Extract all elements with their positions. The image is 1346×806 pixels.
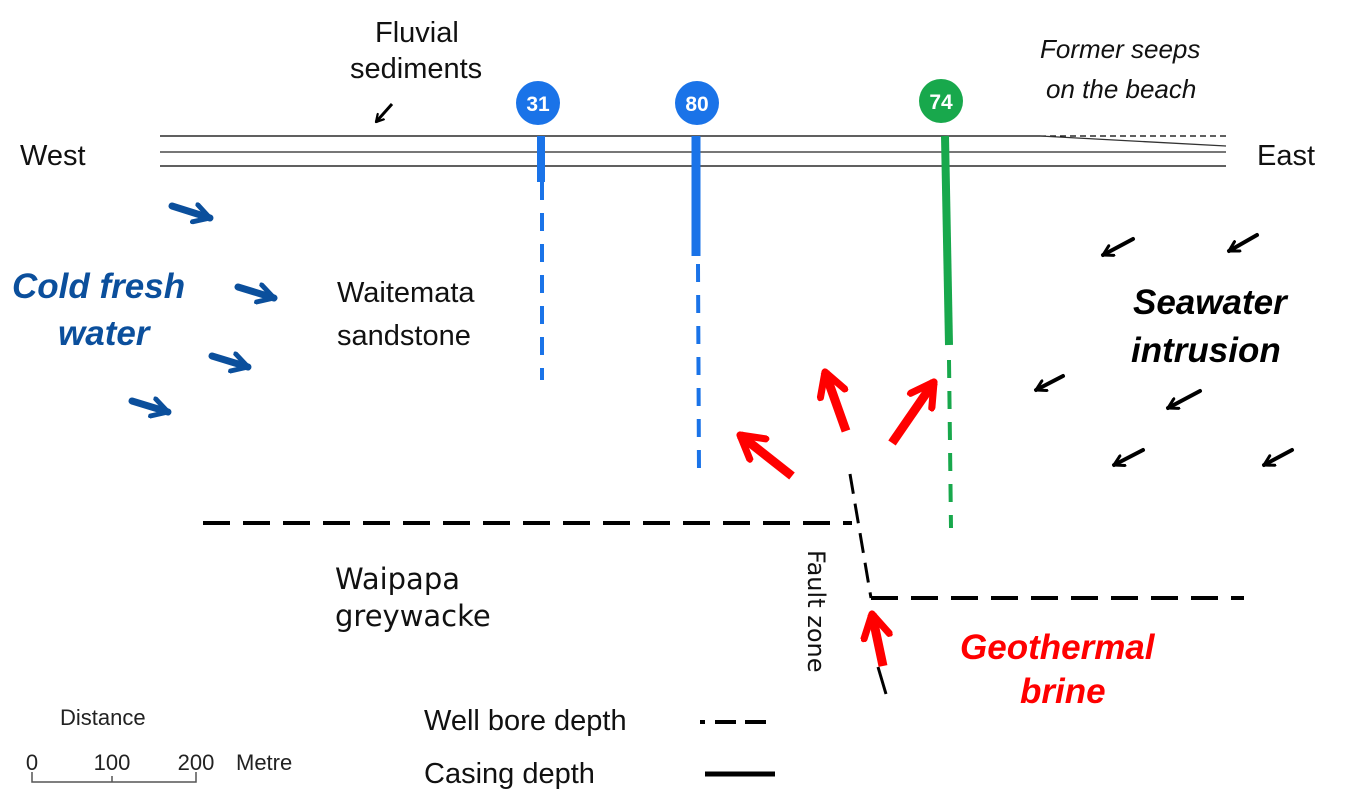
scale-tick-label-0: 0 bbox=[26, 750, 38, 775]
geothermal-brine-line2: brine bbox=[1020, 672, 1106, 711]
well-80-badge bbox=[675, 81, 719, 125]
scale-unit-label: Metre bbox=[236, 750, 292, 775]
well-74-casing bbox=[941, 135, 953, 346]
fresh-water-arrow-icon bbox=[208, 356, 252, 367]
waipapa-label-line2: greywacke bbox=[335, 599, 491, 633]
east-label: East bbox=[1257, 140, 1315, 172]
fault-zone-label: Fault zone bbox=[802, 550, 830, 672]
seawater-arrow-icon bbox=[1101, 237, 1135, 257]
well-74-bore bbox=[947, 359, 953, 529]
well-80-label: 80 bbox=[685, 93, 708, 116]
well-31-badge bbox=[516, 81, 560, 125]
scale-bar-line bbox=[31, 772, 197, 783]
scale-tick-label-200: 200 bbox=[178, 750, 215, 775]
scale-tick-label-100: 100 bbox=[94, 750, 131, 775]
scale-bar: Distance 0 100 200 Metre bbox=[26, 705, 292, 783]
fault-zone-line bbox=[848, 473, 873, 599]
waitemata-label-line2: sandstone bbox=[337, 320, 471, 352]
seawater-flow-arrows bbox=[1034, 233, 1294, 467]
brine-arrow-icon bbox=[888, 382, 938, 446]
legend-casing-label: Casing depth bbox=[424, 758, 595, 790]
seawater-intrusion-line2: intrusion bbox=[1131, 331, 1281, 370]
brine-flow-arrows bbox=[740, 372, 938, 667]
seawater-arrow-icon bbox=[1166, 389, 1202, 410]
seeps-taper-line bbox=[1039, 135, 1227, 147]
well-31[interactable]: 31 bbox=[516, 81, 560, 380]
fluvial-label-line1: Fluvial bbox=[375, 17, 459, 49]
brine-arrow-icon bbox=[872, 614, 883, 667]
well-74[interactable]: 74 bbox=[919, 79, 963, 529]
fresh-water-flow-arrows bbox=[128, 206, 278, 412]
west-label: West bbox=[20, 140, 86, 172]
waipapa-label-line1: Waipapa bbox=[335, 562, 460, 596]
legend: Well bore depth Casing depth bbox=[424, 705, 775, 790]
fresh-water-arrow-icon bbox=[234, 287, 278, 298]
seawater-arrow-icon bbox=[1034, 374, 1065, 392]
brine-arrow-icon bbox=[740, 435, 795, 480]
former-seeps-line1: Former seeps bbox=[1040, 34, 1200, 64]
well-80-bore bbox=[696, 263, 701, 476]
geothermal-brine-line1: Geothermal bbox=[960, 628, 1156, 667]
well-80[interactable]: 80 bbox=[675, 81, 719, 476]
seawater-arrow-icon bbox=[1112, 448, 1145, 467]
well-74-label: 74 bbox=[929, 91, 953, 114]
wells: 31 80 74 bbox=[516, 79, 963, 529]
brine-arrow-icon bbox=[825, 372, 851, 433]
waitemata-label-line1: Waitemata bbox=[337, 277, 475, 309]
fresh-water-arrow-icon bbox=[128, 401, 172, 412]
well-31-label: 31 bbox=[526, 93, 550, 116]
well-74-badge bbox=[919, 79, 963, 123]
cold-fresh-water-line2: water bbox=[58, 314, 152, 353]
fluvial-label-line2: sediments bbox=[350, 53, 482, 85]
cold-fresh-water-line1: Cold fresh bbox=[12, 267, 185, 306]
seawater-arrow-icon bbox=[1262, 448, 1294, 467]
fluvial-pointer-arrow bbox=[376, 103, 394, 122]
fault-zone-line-lower bbox=[876, 666, 888, 695]
scale-bar-title: Distance bbox=[60, 705, 146, 730]
fresh-water-arrow-icon bbox=[168, 206, 214, 218]
seawater-arrow-icon bbox=[1227, 233, 1259, 253]
geological-boundaries bbox=[203, 473, 1244, 695]
former-seeps-line2: on the beach bbox=[1046, 74, 1196, 104]
legend-well-bore-label: Well bore depth bbox=[424, 705, 627, 737]
seawater-intrusion-line1: Seawater bbox=[1133, 283, 1289, 322]
